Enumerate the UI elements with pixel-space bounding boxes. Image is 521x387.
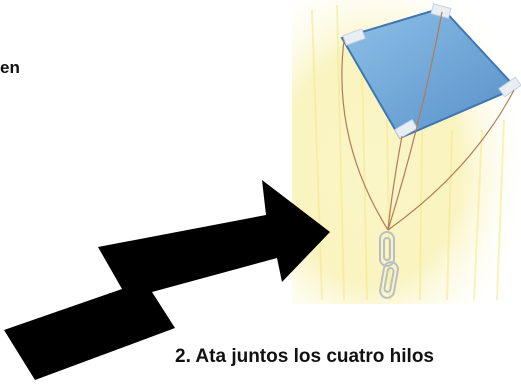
light-rays xyxy=(311,4,505,301)
arrow-shape xyxy=(4,180,330,380)
parachute-strings xyxy=(341,11,515,231)
parachute-illustration xyxy=(292,0,521,304)
paper-clips-icon xyxy=(379,231,399,299)
tape-pieces xyxy=(342,3,521,140)
step-caption: 2. Ata juntos los cuatro hilos xyxy=(175,346,434,367)
partial-text-en: en xyxy=(0,58,20,77)
